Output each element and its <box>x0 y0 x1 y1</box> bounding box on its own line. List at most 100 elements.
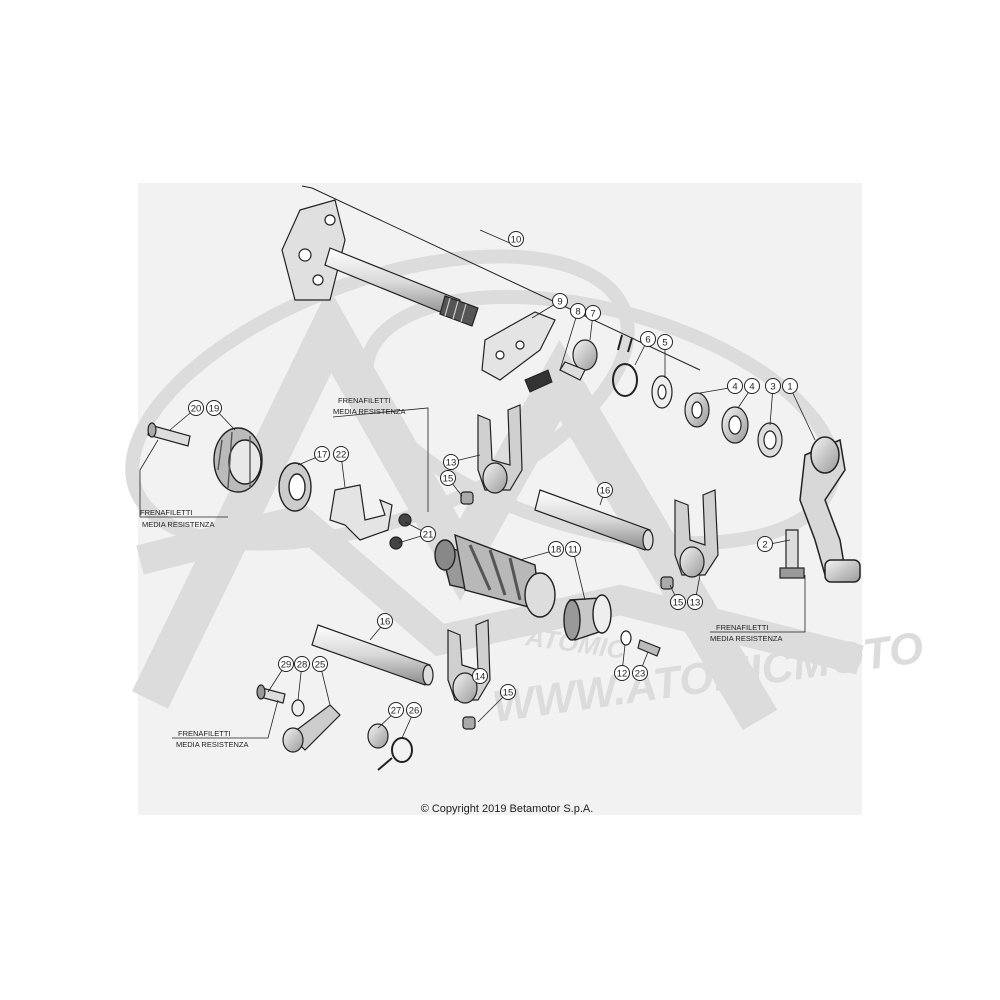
callout-21: 21 <box>420 526 436 542</box>
threadlock-note-left: FRENAFILETTI MEDIA RESISTENZA <box>139 439 228 529</box>
callout-28: 28 <box>294 656 310 672</box>
callout-7: 7 <box>585 305 601 321</box>
callout-15: 15 <box>500 684 516 700</box>
callout-22: 22 <box>333 446 349 462</box>
part-22-bracket <box>329 484 393 541</box>
callout-15: 15 <box>670 594 686 610</box>
callout-circle <box>440 470 456 486</box>
part-7-roller <box>559 339 598 381</box>
note-line1: FRENAFILETTI <box>140 508 193 517</box>
callout-number: 11 <box>568 545 578 556</box>
part-11-bearing <box>563 594 612 641</box>
callout-4: 4 <box>744 378 760 394</box>
part-13-fork-upper <box>477 404 523 494</box>
callout-number: 8 <box>575 307 580 318</box>
callout-circle <box>333 446 349 462</box>
note-line1: FRENAFILETTI <box>178 729 231 738</box>
callout-number: 4 <box>749 382 754 393</box>
callout-9: 9 <box>552 293 568 309</box>
callout-number: 25 <box>315 660 326 671</box>
callout-number: 16 <box>380 617 391 628</box>
callout-circle <box>377 613 393 629</box>
callout-circle <box>443 454 459 470</box>
callout-circle <box>670 594 686 610</box>
note-line2: MEDIA RESISTENZA <box>333 407 406 416</box>
callout-circle <box>508 231 524 247</box>
callout-29: 29 <box>278 656 294 672</box>
part-12-washer <box>620 630 632 646</box>
part-10-shift-shaft <box>281 199 479 327</box>
callout-number: 10 <box>511 235 522 246</box>
part-6-spring <box>612 334 638 397</box>
part-28-washer <box>291 699 305 717</box>
callout-number: 29 <box>281 660 292 671</box>
callout-circle <box>614 665 630 681</box>
callout-number: 1 <box>787 382 792 393</box>
callout-16: 16 <box>597 482 613 498</box>
callout-number: 15 <box>443 474 454 485</box>
leader-line <box>479 229 513 245</box>
callout-circle <box>687 594 703 610</box>
part-18-shift-drum <box>434 533 556 618</box>
part-21-screw <box>389 513 412 550</box>
callout-27: 27 <box>388 702 404 718</box>
callout-number: 15 <box>673 598 684 609</box>
callout-circle <box>500 684 516 700</box>
part-17-seal <box>278 462 312 512</box>
callout-number: 7 <box>590 309 595 320</box>
callout-5: 5 <box>657 334 673 350</box>
callout-number: 14 <box>475 672 486 683</box>
note-line1: FRENAFILETTI <box>716 623 769 632</box>
callout-circle <box>312 656 328 672</box>
callout-circle <box>744 378 760 394</box>
part-16-rod-top <box>534 489 654 551</box>
note-line2: MEDIA RESISTENZA <box>710 634 783 643</box>
callout-14: 14 <box>472 668 488 684</box>
part-9-plate <box>481 311 556 381</box>
callout-12: 12 <box>614 665 630 681</box>
callout-number: 23 <box>635 669 646 680</box>
callout-circle <box>570 303 586 319</box>
callout-1: 1 <box>782 378 798 394</box>
callout-number: 21 <box>423 530 434 541</box>
part-13-fork-right <box>674 489 719 578</box>
callout-circle <box>188 400 204 416</box>
callout-circle <box>314 446 330 462</box>
part-19-star-wheel <box>213 427 263 493</box>
callout-number: 13 <box>690 598 701 609</box>
part-4-bearing <box>684 392 710 428</box>
callout-10: 10 <box>508 231 524 247</box>
callout-15: 15 <box>440 470 456 486</box>
part-27-roller <box>367 723 389 749</box>
callout-number: 5 <box>662 338 667 349</box>
callout-number: 19 <box>209 404 220 415</box>
callout-circle <box>548 541 564 557</box>
part-16-rod-bottom <box>311 624 434 686</box>
callout-circle <box>757 536 773 552</box>
callout-3: 3 <box>765 378 781 394</box>
callout-number: 20 <box>191 404 202 415</box>
callout-circle <box>294 656 310 672</box>
callout-circle <box>420 526 436 542</box>
callout-number: 3 <box>770 382 775 393</box>
callout-circle <box>206 400 222 416</box>
threadlock-note-top: FRENAFILETTI MEDIA RESISTENZA <box>332 396 429 512</box>
part-29-bolt <box>256 684 286 704</box>
callout-13: 13 <box>443 454 459 470</box>
callout-23: 23 <box>632 665 648 681</box>
callout-number: 6 <box>645 335 650 346</box>
callout-circle <box>640 331 656 347</box>
callout-circle <box>406 702 422 718</box>
callout-circle <box>765 378 781 394</box>
callout-circle <box>472 668 488 684</box>
part-8-spring <box>524 369 553 393</box>
callout-13: 13 <box>687 594 703 610</box>
callout-11: 11 <box>565 541 581 557</box>
part-15-nut <box>460 491 674 730</box>
copyright-notice: © Copyright 2019 Betamotor S.p.A. <box>421 803 594 815</box>
callout-number: 26 <box>409 706 420 717</box>
callout-number: 28 <box>297 660 308 671</box>
callout-19: 19 <box>206 400 222 416</box>
